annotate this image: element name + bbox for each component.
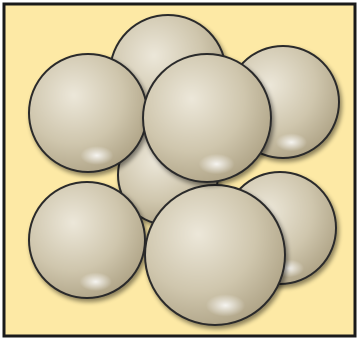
front-sphere-bottom-middle — [145, 185, 285, 325]
sphere-highlight — [80, 146, 113, 165]
sphere-highlight — [206, 294, 245, 316]
front-sphere-top-left — [29, 54, 147, 172]
front-sphere-top-middle — [143, 54, 271, 182]
sphere-highlight — [276, 133, 307, 151]
front-sphere-bottom-left — [29, 182, 145, 298]
sphere-highlight — [199, 154, 235, 174]
sphere-highlight — [79, 272, 111, 291]
